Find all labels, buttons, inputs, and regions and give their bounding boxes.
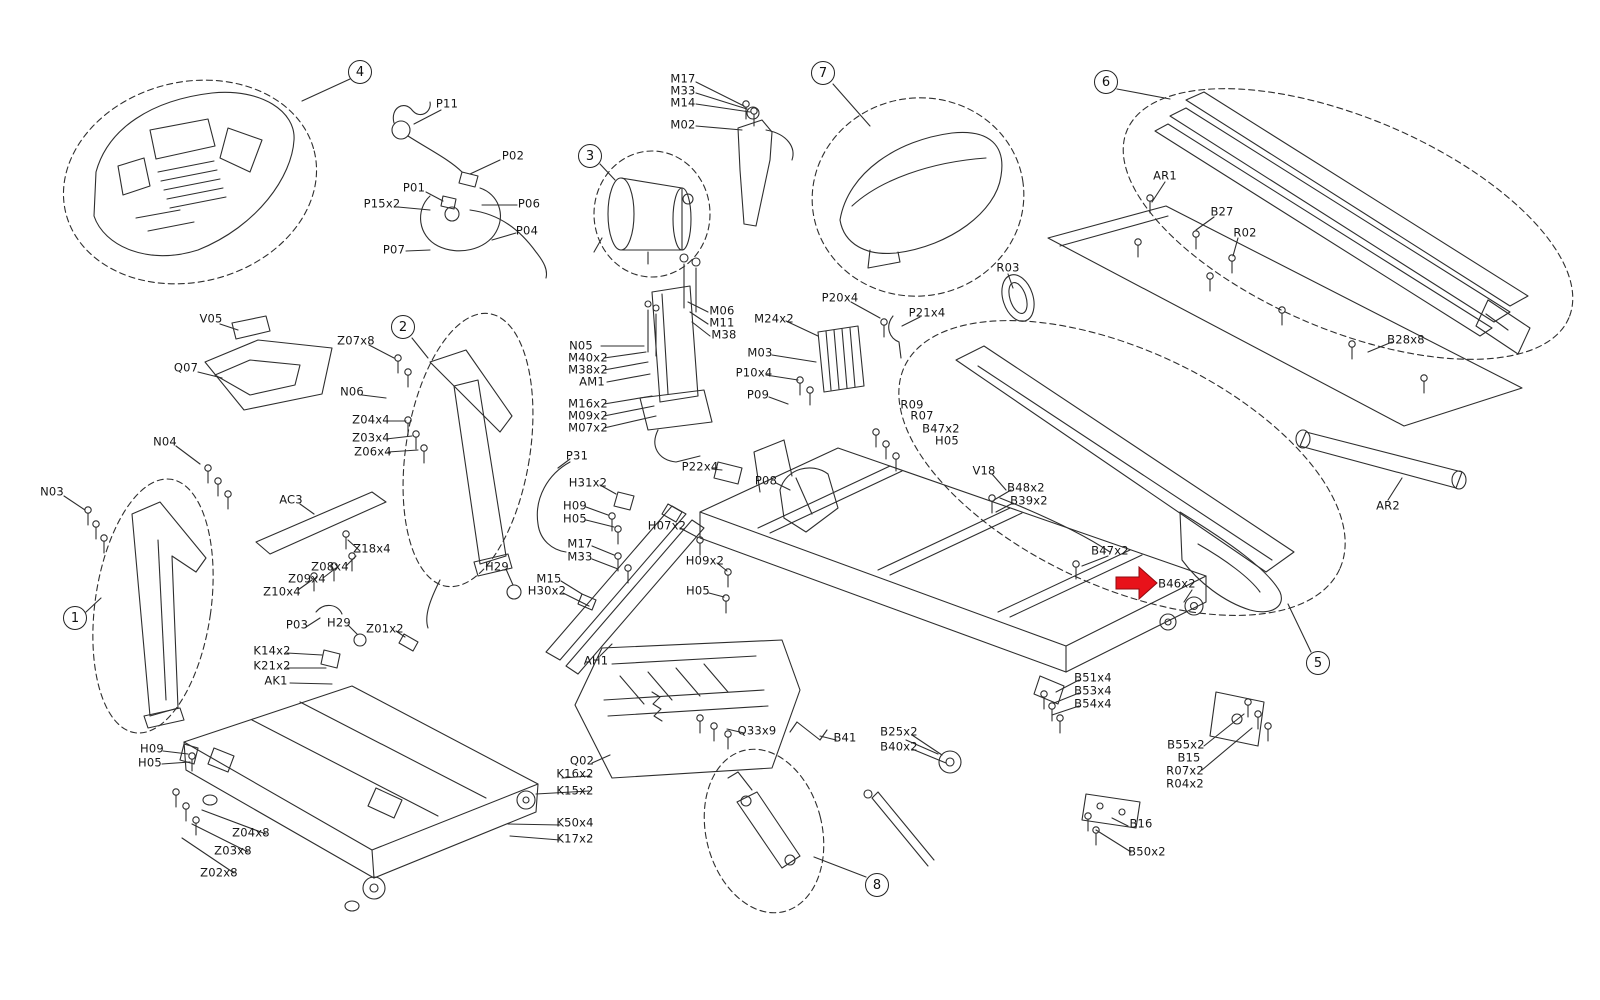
left-upright-drawing bbox=[131, 501, 207, 729]
motor-base-drawing bbox=[574, 639, 801, 779]
rear-roller-drawing bbox=[1295, 429, 1467, 490]
console-drawing bbox=[93, 91, 295, 257]
motor-cover-drawing bbox=[839, 131, 1003, 269]
incline-leg-drawing bbox=[727, 771, 935, 869]
diagram-strokes bbox=[62, 78, 1574, 914]
motor-drawing bbox=[593, 177, 694, 265]
highlight-arrow-icon bbox=[1115, 565, 1158, 601]
crossbar-drawing bbox=[255, 491, 387, 555]
assembly-group-ellipses bbox=[62, 79, 1574, 914]
label-leader-lines bbox=[63, 81, 1403, 874]
balloon-leader-lines bbox=[85, 78, 1312, 878]
fastener-screws bbox=[84, 100, 1428, 846]
main-frame-drawing bbox=[699, 439, 1207, 774]
mast-drawing bbox=[737, 106, 794, 227]
side-rail-cover-drawing bbox=[955, 345, 1295, 613]
wire-harness-drawing bbox=[391, 101, 548, 279]
small-brackets-drawing bbox=[179, 315, 1265, 829]
running-board-drawing bbox=[1047, 205, 1523, 427]
deck-rails-drawing bbox=[1154, 91, 1531, 355]
rollers-near-b46-drawing bbox=[1159, 596, 1204, 631]
incline-rails-drawing bbox=[506, 503, 705, 675]
right-upright-drawing bbox=[426, 349, 513, 629]
tray-drawing bbox=[204, 315, 333, 411]
filter-block-drawing bbox=[817, 325, 865, 393]
belt-ring-drawing bbox=[1001, 274, 1035, 322]
mast-channel-drawing bbox=[639, 253, 713, 463]
base-frame-drawing bbox=[183, 685, 539, 912]
